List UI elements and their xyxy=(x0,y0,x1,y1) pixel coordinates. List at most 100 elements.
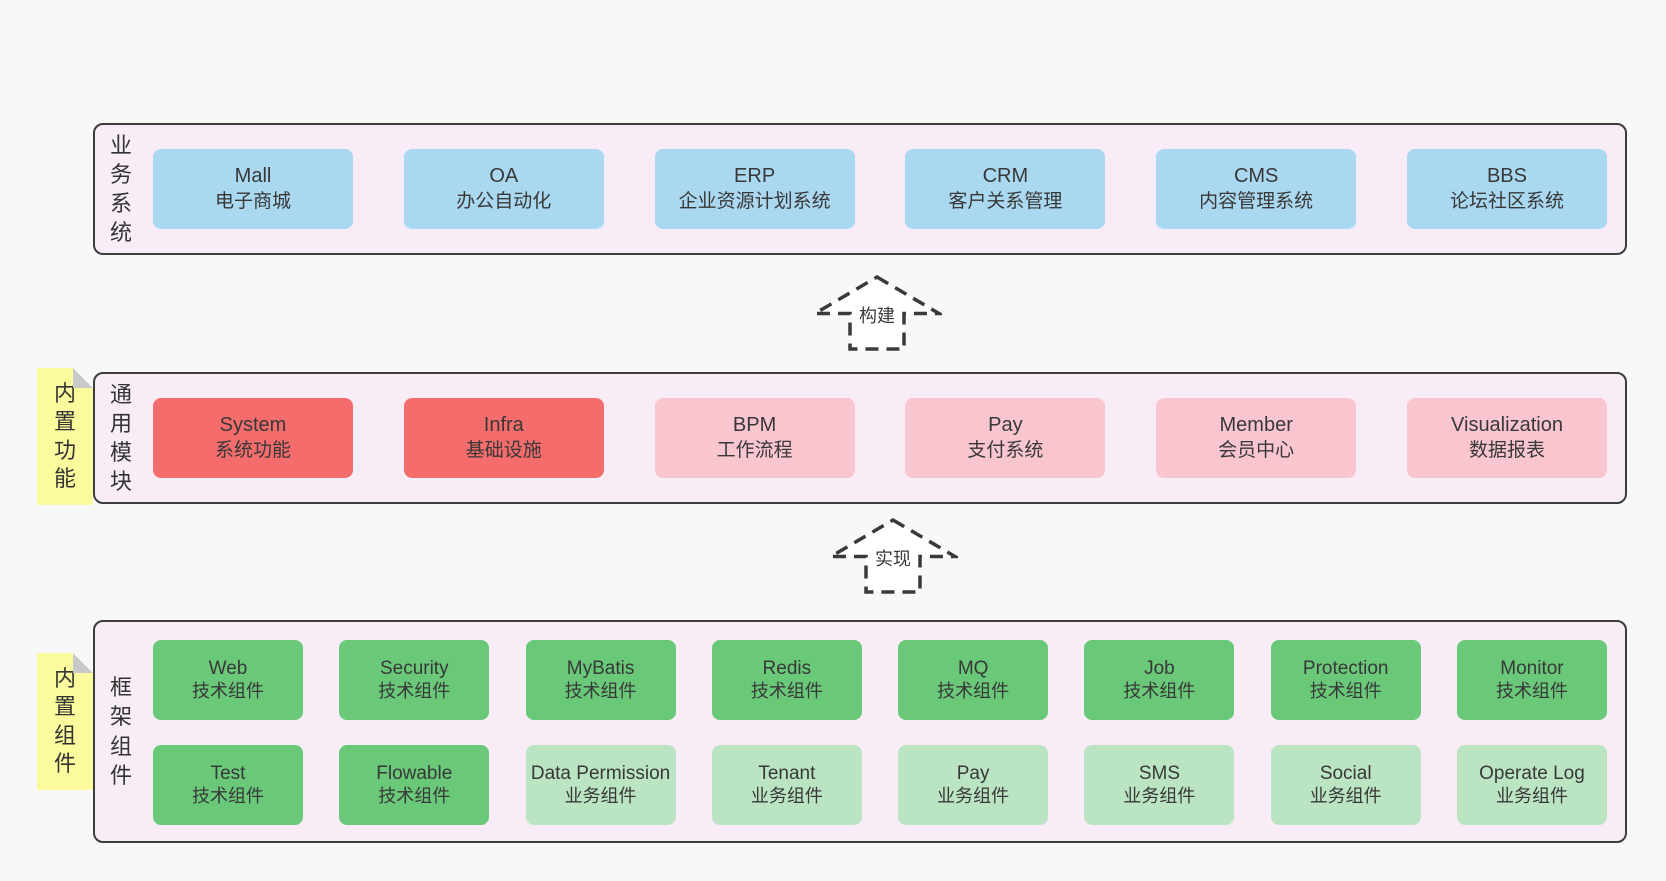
box-title: Operate Log xyxy=(1479,762,1585,784)
up-arrow-icon: 构建 xyxy=(812,274,942,351)
box-title: Pay xyxy=(956,762,990,784)
box-job: Job 技术组件 xyxy=(1084,640,1235,720)
box-title: Flowable xyxy=(376,762,453,784)
box-title: CMS xyxy=(1233,165,1279,188)
box-title: Job xyxy=(1144,657,1175,679)
folded-corner-icon xyxy=(73,653,93,673)
layer-common-modules: 通用模块 System 系统功能 Infra 基础设施 BPM 工作流程 Pay… xyxy=(93,372,1627,504)
up-arrow-icon: 实现 xyxy=(828,517,958,594)
framework-box-row-2: Test 技术组件 Flowable 技术组件 Data Permission … xyxy=(153,745,1607,825)
box-subtitle: 技术组件 xyxy=(1309,680,1382,701)
box-title: Test xyxy=(210,762,246,784)
arrow-label: 实现 xyxy=(875,549,911,569)
box-sms: SMS 业务组件 xyxy=(1084,745,1235,825)
box-visualization: Visualization 数据报表 xyxy=(1406,398,1607,478)
box-subtitle: 技术组件 xyxy=(564,680,637,701)
box-infra: Infra 基础设施 xyxy=(403,398,604,478)
box-title: Tenant xyxy=(758,762,816,784)
box-web: Web 技术组件 xyxy=(153,640,303,720)
box-title: OA xyxy=(489,165,519,188)
modules-box-row: System 系统功能 Infra 基础设施 BPM 工作流程 Pay 支付系统… xyxy=(153,398,1607,478)
box-subtitle: 技术组件 xyxy=(1123,680,1196,701)
box-member: Member 会员中心 xyxy=(1156,398,1357,478)
box-subtitle: 业务组件 xyxy=(1495,785,1568,806)
box-subtitle: 数据报表 xyxy=(1468,439,1545,461)
arrow-implement: 实现 xyxy=(828,517,958,595)
box-title: ERP xyxy=(734,165,776,188)
layer-business-systems: 业务系统 Mall 电子商城 OA 办公自动化 ERP 企业资源计划系统 CRM… xyxy=(93,123,1627,255)
sticky-note-text: 内置功能 xyxy=(53,381,76,491)
layer-framework-components: 框架组件 Web 技术组件 Security 技术组件 MyBatis 技术组件… xyxy=(93,620,1627,843)
box-subtitle: 系统功能 xyxy=(214,439,291,461)
box-subtitle: 内容管理系统 xyxy=(1199,190,1314,212)
box-title: Data Permission xyxy=(530,762,671,784)
box-title: Web xyxy=(208,657,248,679)
box-subtitle: 电子商城 xyxy=(214,190,291,212)
box-data-permission: Data Permission 业务组件 xyxy=(525,745,676,825)
box-subtitle: 业务组件 xyxy=(1123,785,1196,806)
sticky-note-built-in-components: 内置组件 xyxy=(37,653,93,790)
sticky-note-built-in-functions: 内置功能 xyxy=(37,368,93,505)
box-operate-log: Operate Log 业务组件 xyxy=(1456,745,1607,825)
box-mq: MQ 技术组件 xyxy=(898,640,1049,720)
layer-label-text: 框架组件 xyxy=(109,675,132,788)
box-subtitle: 基础设施 xyxy=(465,439,542,461)
box-mall: Mall 电子商城 xyxy=(153,149,353,229)
box-tenant: Tenant 业务组件 xyxy=(711,745,862,825)
box-title: SMS xyxy=(1138,762,1180,784)
box-subtitle: 会员中心 xyxy=(1218,439,1295,461)
box-subtitle: 业务组件 xyxy=(750,785,823,806)
box-subtitle: 技术组件 xyxy=(378,680,451,701)
layer-label-business-systems: 业务系统 xyxy=(108,125,134,253)
box-subtitle: 企业资源计划系统 xyxy=(678,190,831,212)
box-title: Monitor xyxy=(1500,657,1564,679)
box-protection: Protection 技术组件 xyxy=(1270,640,1421,720)
box-bpm: BPM 工作流程 xyxy=(654,398,855,478)
arrow-build: 构建 xyxy=(812,274,942,352)
box-subtitle: 技术组件 xyxy=(192,785,264,806)
folded-corner-icon xyxy=(73,368,93,388)
box-title: BPM xyxy=(732,414,777,437)
box-crm: CRM 客户关系管理 xyxy=(905,149,1106,229)
sticky-note-text: 内置组件 xyxy=(53,666,76,776)
box-social: Social 业务组件 xyxy=(1270,745,1421,825)
box-title: Social xyxy=(1319,762,1372,784)
box-subtitle: 业务组件 xyxy=(1309,785,1382,806)
box-mybatis: MyBatis 技术组件 xyxy=(525,640,676,720)
box-title: Mall xyxy=(234,165,272,188)
layer-label-text: 通用模块 xyxy=(109,381,132,495)
box-subtitle: 技术组件 xyxy=(937,680,1010,701)
box-test: Test 技术组件 xyxy=(153,745,303,825)
box-subtitle: 技术组件 xyxy=(1495,680,1568,701)
box-flowable: Flowable 技术组件 xyxy=(339,745,490,825)
box-bbs: BBS 论坛社区系统 xyxy=(1406,149,1607,229)
box-erp: ERP 企业资源计划系统 xyxy=(654,149,855,229)
box-title: Member xyxy=(1219,414,1293,437)
box-title: CRM xyxy=(982,165,1029,188)
business-box-row: Mall 电子商城 OA 办公自动化 ERP 企业资源计划系统 CRM 客户关系… xyxy=(153,149,1607,229)
arrow-label: 构建 xyxy=(859,306,895,326)
box-security: Security 技术组件 xyxy=(339,640,490,720)
box-pay-biz: Pay 业务组件 xyxy=(898,745,1049,825)
box-title: MyBatis xyxy=(566,657,635,679)
box-subtitle: 工作流程 xyxy=(716,439,793,461)
box-title: Visualization xyxy=(1451,414,1563,437)
layer-label-text: 业务系统 xyxy=(109,132,132,246)
box-subtitle: 客户关系管理 xyxy=(948,190,1063,212)
box-subtitle: 论坛社区系统 xyxy=(1449,190,1564,212)
box-title: Protection xyxy=(1302,657,1389,679)
box-cms: CMS 内容管理系统 xyxy=(1156,149,1357,229)
box-pay: Pay 支付系统 xyxy=(905,398,1106,478)
box-oa: OA 办公自动化 xyxy=(403,149,604,229)
box-monitor: Monitor 技术组件 xyxy=(1456,640,1607,720)
box-title: Infra xyxy=(483,414,524,437)
layer-label-framework-components: 框架组件 xyxy=(108,622,134,841)
box-title: Pay xyxy=(988,414,1023,437)
box-title: System xyxy=(219,414,287,437)
box-subtitle: 技术组件 xyxy=(750,680,823,701)
layer-label-common-modules: 通用模块 xyxy=(108,374,134,502)
box-subtitle: 办公自动化 xyxy=(456,190,552,212)
box-subtitle: 业务组件 xyxy=(937,785,1010,806)
box-title: MQ xyxy=(957,657,989,679)
